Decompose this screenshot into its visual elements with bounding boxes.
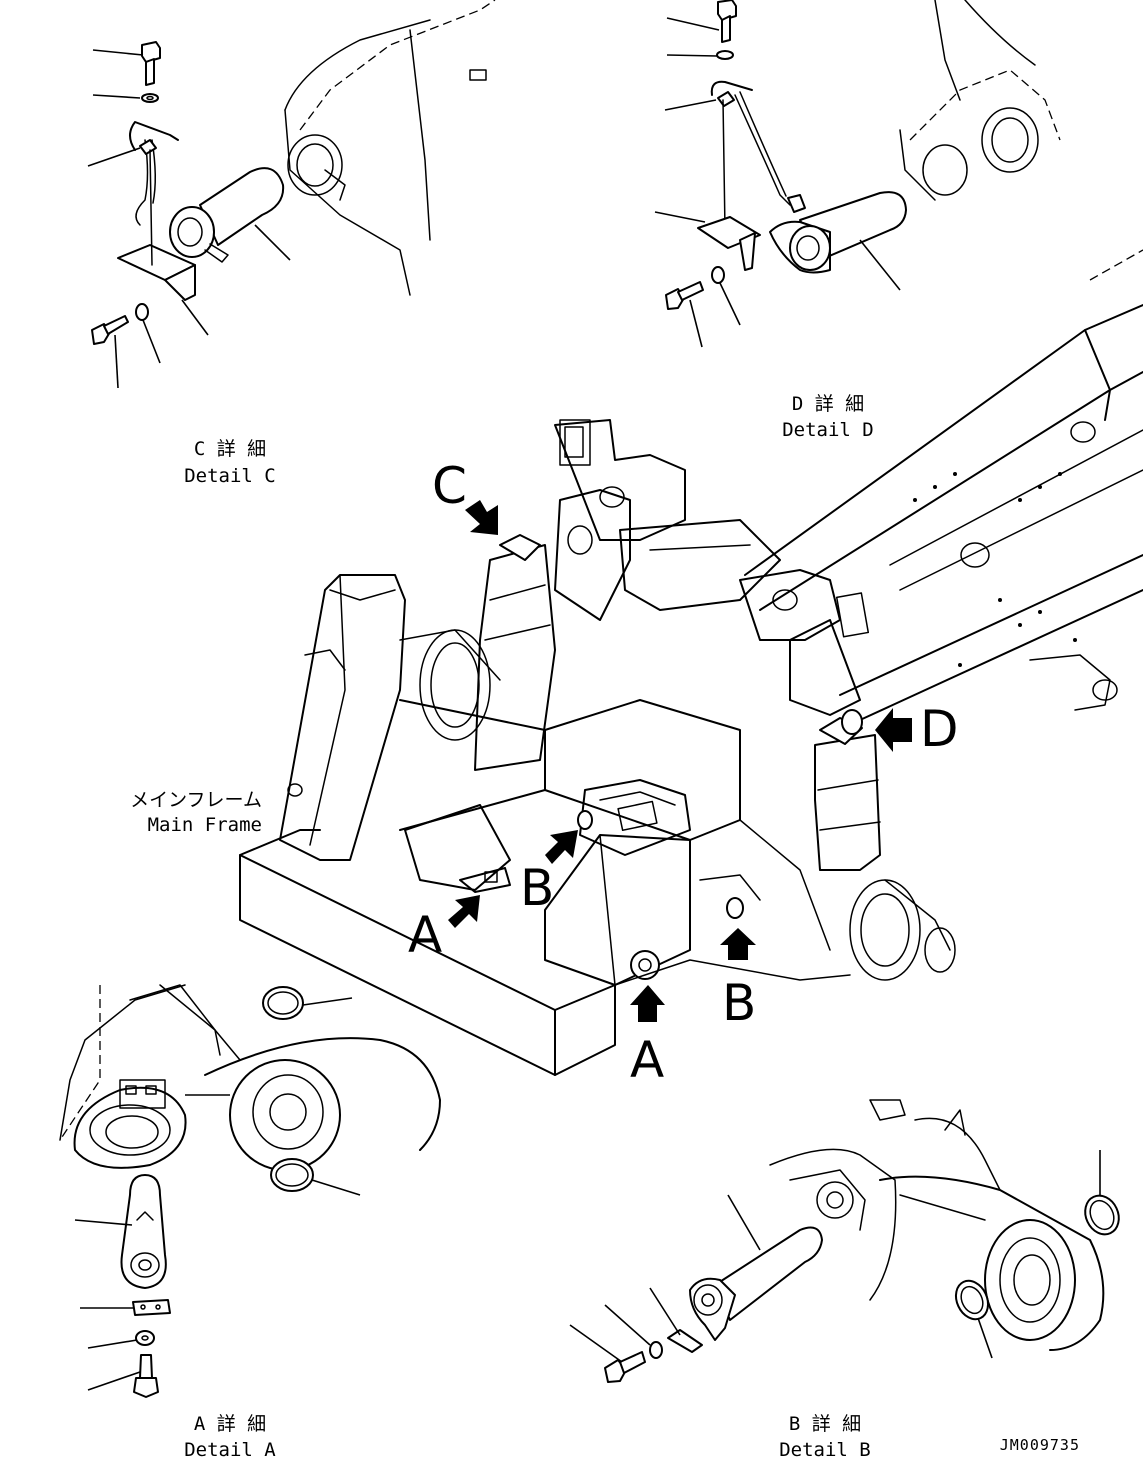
arrow-a-bottom	[630, 985, 665, 1022]
marker-b-right: B	[722, 974, 756, 1032]
detail-b-en-label: Detail B	[779, 1439, 871, 1461]
arrow-b-left	[545, 830, 578, 864]
drawing-code: JM009735	[1000, 1436, 1080, 1454]
arrow-c	[465, 500, 498, 535]
detail-c-en-label: Detail C	[184, 465, 276, 487]
detail-c-jp-label: C 詳 細	[194, 438, 266, 460]
marker-b-left: B	[520, 859, 554, 917]
detail-a-group	[59, 984, 441, 1398]
main-frame-en-label: Main Frame	[148, 814, 262, 836]
detail-a-jp-label: A 詳 細	[194, 1413, 266, 1435]
main-frame-group	[239, 249, 1143, 1076]
main-frame-jp-label: メインフレーム	[130, 789, 262, 811]
detail-b-jp-label: B 詳 細	[789, 1413, 861, 1435]
marker-d: D	[920, 700, 959, 758]
detail-d-en-label: Detail D	[782, 419, 874, 441]
marker-a-left: A	[408, 906, 442, 964]
detail-d-group	[654, 0, 1061, 348]
marker-arrows	[448, 500, 912, 1022]
arrow-a-left	[448, 895, 480, 928]
detail-d-jp-label: D 詳 細	[792, 393, 864, 415]
arrow-b-right	[720, 928, 756, 960]
arrow-d	[875, 708, 912, 752]
marker-c: C	[432, 457, 467, 515]
detail-c-group	[87, 0, 496, 389]
detail-b-group	[569, 1099, 1120, 1383]
marker-a-bottom: A	[630, 1031, 664, 1089]
detail-a-en-label: Detail A	[184, 1439, 276, 1461]
